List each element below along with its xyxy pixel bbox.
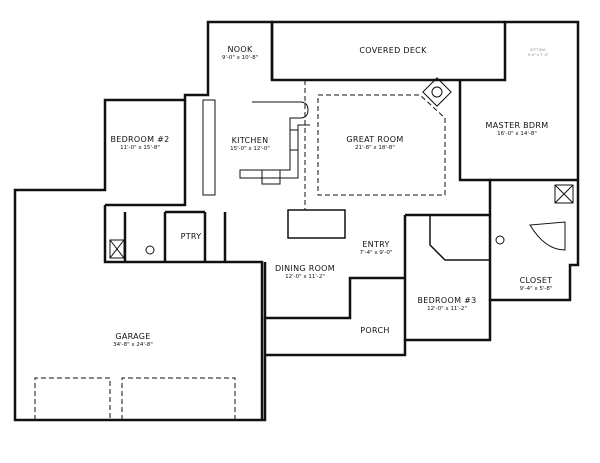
room-name: NOOK bbox=[227, 45, 253, 54]
shower bbox=[109, 239, 125, 259]
fireplace bbox=[422, 77, 452, 107]
garage-wall bbox=[103, 205, 264, 420]
bedroom2-wall bbox=[105, 100, 187, 207]
room-name: GREAT ROOM bbox=[346, 135, 404, 144]
toilet-master bbox=[495, 235, 505, 245]
toilet bbox=[145, 245, 155, 255]
room-dim: 34'-8" x 24'-8" bbox=[113, 342, 153, 348]
pantry-wall bbox=[163, 210, 207, 262]
great-room-ceiling bbox=[317, 94, 446, 196]
room-dim: 7'-4" x 9'-0" bbox=[359, 250, 393, 256]
room-dim: 9'-0" x 10'-8" bbox=[221, 55, 259, 61]
room-name: KITCHEN bbox=[231, 136, 269, 145]
room-name: ENTRY bbox=[362, 240, 390, 249]
room-name: CLOSET bbox=[519, 276, 553, 285]
room-dim: 9'-4" x 5'-8" bbox=[519, 286, 553, 292]
room-dim: 12'-0" x 11'-2" bbox=[427, 306, 467, 312]
room-porch: PORCH bbox=[360, 326, 389, 335]
room-name: PORCH bbox=[360, 326, 390, 335]
room-dim: 16'-0" x 14'-8" bbox=[497, 131, 537, 137]
room-name: GARAGE bbox=[115, 332, 151, 341]
garage-doors bbox=[34, 377, 236, 420]
room-name: COVERED DECK bbox=[359, 46, 427, 55]
room-name: BEDROOM #2 bbox=[110, 135, 170, 144]
deck-outline bbox=[270, 20, 505, 80]
room-name: MASTER BDRM bbox=[485, 121, 549, 130]
master-wall bbox=[458, 80, 492, 300]
room-dim: 9'-0" x 7'-0" bbox=[527, 53, 549, 57]
room-dim: 21'-8" x 18'-8" bbox=[355, 145, 395, 151]
walls bbox=[13, 20, 580, 422]
cooktop bbox=[261, 169, 281, 185]
room-name: PTRY bbox=[180, 232, 202, 241]
dashed-lines bbox=[34, 80, 446, 420]
shower-master bbox=[554, 184, 574, 204]
room-dim: 12'-0" x 11'-2" bbox=[285, 274, 325, 280]
room-dim: 15'-0" x 12'-0" bbox=[230, 146, 270, 152]
stair bbox=[287, 209, 346, 239]
bath3-wall bbox=[429, 215, 490, 261]
sink bbox=[289, 129, 299, 151]
room-covered-deck: COVERED DECK bbox=[359, 46, 426, 55]
room-dim: 11'-0" x 15'-8" bbox=[120, 145, 160, 151]
fixtures bbox=[109, 77, 574, 259]
tub bbox=[529, 221, 566, 251]
room-name: SITTING bbox=[530, 48, 546, 52]
kitchen-counter bbox=[202, 99, 216, 196]
dining-wall bbox=[263, 262, 405, 320]
room-pantry: PTRY bbox=[181, 232, 202, 241]
room-name: DINING ROOM bbox=[275, 264, 335, 273]
room-name: BEDROOM #3 bbox=[417, 296, 477, 305]
exterior-wall bbox=[13, 20, 580, 422]
